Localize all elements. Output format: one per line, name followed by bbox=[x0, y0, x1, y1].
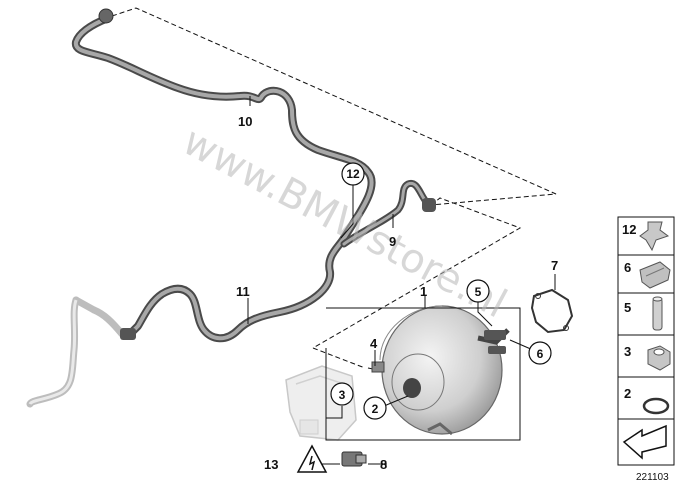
svg-text:5: 5 bbox=[475, 285, 482, 299]
ghost-pipe-outline bbox=[28, 299, 78, 405]
sidebar-item-3: 3 bbox=[617, 334, 675, 378]
brake-booster bbox=[379, 305, 510, 436]
callout-1: 1 bbox=[420, 284, 427, 299]
callout-10: 10 bbox=[238, 114, 252, 129]
callout-circle-3: 3 bbox=[330, 382, 354, 406]
svg-text:6: 6 bbox=[624, 260, 631, 275]
svg-text:12: 12 bbox=[346, 167, 360, 181]
callout-9: 9 bbox=[389, 234, 396, 249]
callout-11: 11 bbox=[236, 284, 250, 299]
stud-part bbox=[371, 361, 385, 373]
svg-text:5: 5 bbox=[624, 300, 631, 315]
sidebar-item-arrow bbox=[617, 418, 675, 466]
svg-text:3: 3 bbox=[339, 388, 346, 402]
booster-frame bbox=[325, 307, 521, 441]
sidebar-item-2: 2 bbox=[617, 376, 675, 420]
callout-circle-5: 5 bbox=[466, 279, 490, 303]
hose-connector bbox=[120, 328, 136, 340]
svg-text:6: 6 bbox=[537, 347, 544, 361]
hex-nut-icon bbox=[647, 345, 671, 371]
svg-text:2: 2 bbox=[624, 386, 631, 401]
svg-text:12: 12 bbox=[622, 222, 636, 237]
svg-text:3: 3 bbox=[624, 344, 631, 359]
bracket-icon bbox=[639, 261, 671, 289]
leader-lines bbox=[247, 96, 556, 465]
clip-icon bbox=[639, 221, 670, 252]
sidebar-item-6: 6 bbox=[617, 254, 675, 294]
arrow-icon bbox=[622, 424, 667, 460]
callout-13: 13 bbox=[264, 457, 278, 472]
pin-icon bbox=[652, 296, 663, 331]
o-ring-icon bbox=[642, 397, 670, 415]
warning-triangle-icon bbox=[296, 444, 328, 473]
callout-circle-6: 6 bbox=[528, 341, 552, 365]
vacuum-hose-9 bbox=[340, 179, 436, 248]
svg-text:2: 2 bbox=[372, 402, 379, 416]
callout-7: 7 bbox=[551, 258, 558, 273]
callout-circle-12: 12 bbox=[341, 162, 365, 186]
sidebar-item-5: 5 bbox=[617, 292, 675, 336]
sidebar-item-12: 12 bbox=[617, 216, 675, 256]
ghost-pipe bbox=[26, 296, 126, 408]
diagram-id: 221103 bbox=[636, 472, 669, 483]
callout-circle-2: 2 bbox=[363, 396, 387, 420]
vacuum-hose-upper bbox=[71, 14, 376, 343]
parts-sidebar: 12 6 5 3 bbox=[617, 216, 675, 483]
hose-end-cap bbox=[98, 8, 114, 24]
watermark-text: www.BMWstore.nl bbox=[175, 118, 514, 327]
callout-8: 8 bbox=[380, 457, 387, 472]
callout-4: 4 bbox=[370, 336, 378, 351]
gasket-part bbox=[530, 288, 574, 334]
sensor-part bbox=[341, 451, 367, 467]
